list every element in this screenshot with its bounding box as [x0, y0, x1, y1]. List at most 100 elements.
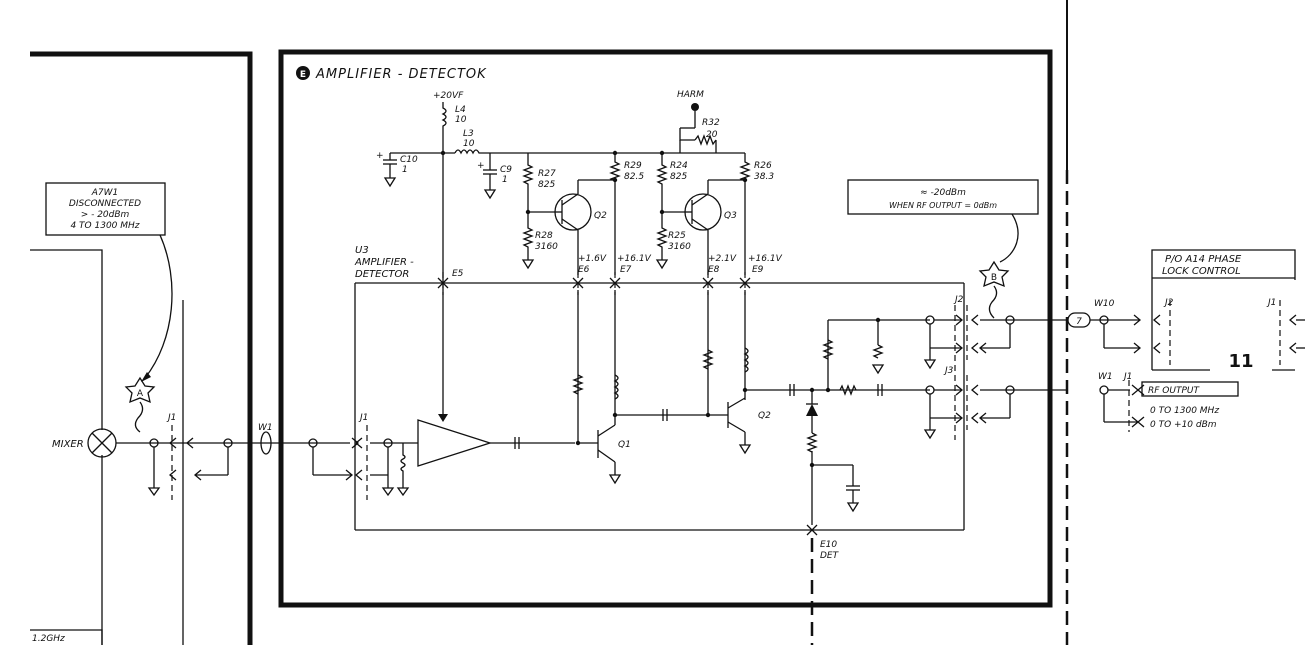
j3-external: [970, 384, 1068, 424]
q2-upper-label: Q2: [594, 211, 607, 221]
r26-value: 38.3: [754, 172, 774, 182]
test-point-e6: +1.6V E6: [572, 254, 607, 295]
e7-voltage: +16.1V: [617, 254, 652, 264]
rf-output-line1: 0 TO 1300 MHz: [1150, 406, 1219, 416]
pad-resistor: [872, 344, 884, 359]
shunt-resistor: [822, 339, 834, 360]
lock-box-line2: LOCK CONTROL: [1162, 266, 1241, 277]
lock-box-line1: P/O A14 PHASE: [1165, 254, 1242, 265]
l3-ref: L3: [463, 129, 474, 139]
section-number: 11: [1228, 351, 1253, 372]
probe-b-label: B: [991, 273, 997, 283]
note-b-arrow: [999, 213, 1019, 263]
u3-amplifier: U3 AMPLIFIER - DETECTOR: [354, 245, 493, 467]
c9-value: 1: [502, 175, 508, 185]
note-a-line4: 4 TO 1300 MHz: [70, 221, 139, 231]
q2-lower-label: Q2: [758, 411, 771, 421]
mixer-symbol: [87, 428, 117, 458]
w1-right-label: W1: [1098, 372, 1113, 382]
r25-value: 3160: [668, 242, 691, 252]
test-point-row: [354, 282, 965, 531]
supply-arrowhead: [438, 414, 448, 422]
w10-label: W10: [1094, 299, 1115, 309]
note-b-line2: WHEN RF OUTPUT = 0dBm: [889, 201, 997, 210]
j3-label: J3: [943, 366, 954, 376]
r28-resistor: R28 3160: [521, 212, 558, 270]
r32-potentiometer: R32 20: [679, 118, 720, 153]
j2-lock-label: J2: [1163, 298, 1174, 308]
rf-output: W1 J1 RF OUTPUT 0 TO 1300 MHz 0 TO +10 d…: [1098, 372, 1239, 432]
l-collector-q2: [743, 347, 749, 373]
c10-capacitor: + C10 1: [376, 151, 418, 188]
input-j1: J1: [285, 413, 418, 500]
coupling-cap-2: [662, 409, 668, 421]
left-output-line: J1: [116, 300, 248, 645]
l3-value: 10: [463, 139, 475, 149]
r27-ref: R27: [538, 169, 556, 179]
c9-ref: C9: [500, 165, 512, 175]
q3-transistor: Q3: [684, 180, 737, 240]
j1-lock-label: J1: [1266, 298, 1276, 308]
mixer-label: MIXER: [52, 439, 84, 450]
r26-ref: R26: [754, 161, 772, 171]
e9-voltage: +16.1V: [748, 254, 783, 264]
w10-cable: 7 W10: [1067, 299, 1142, 354]
r32-value: 20: [706, 130, 718, 140]
harm-adjust-point: [691, 103, 699, 111]
r29-ref: R29: [624, 161, 642, 171]
q3-label: Q3: [724, 211, 737, 221]
l-collector-q1: [613, 374, 619, 400]
w1-cable: W1: [248, 423, 285, 455]
r29-value: 82.5: [624, 172, 644, 182]
e6-label: E6: [578, 265, 590, 275]
e10-label: E10: [820, 540, 837, 550]
section-title: AMPLIFIER - DETECTOK: [315, 67, 487, 82]
q1-label: Q1: [618, 440, 631, 450]
note-a-line1: A7W1: [91, 188, 119, 198]
r28-ref: R28: [535, 231, 553, 241]
series-resistor: [839, 384, 857, 396]
harm-label: HARM: [677, 90, 704, 100]
freq-left-label: 1.2GHz: [32, 634, 65, 644]
u3-line1: AMPLIFIER -: [354, 257, 414, 268]
c10-plus: +: [376, 151, 384, 161]
e8-label: E8: [708, 265, 720, 275]
note-a-arrow: [144, 234, 173, 379]
j2-connector: J2: [923, 295, 968, 370]
test-point-e9: +16.1V E9: [739, 254, 783, 295]
r24-resistor: R24 825: [656, 153, 688, 212]
note-a-box: A7W1 DISCONNECTED > - 20dBm 4 TO 1300 MH…: [45, 182, 166, 236]
left-feed-lines: [30, 249, 103, 645]
r25-ref: R25: [668, 231, 686, 241]
c10-ref: C10: [400, 155, 418, 165]
j3-connector: J3: [923, 366, 968, 440]
l3-inductor: [454, 149, 490, 155]
main-assembly-border: [278, 49, 1053, 608]
detector-cap: [846, 465, 860, 513]
u3-line2: DETECTOR: [355, 269, 409, 280]
probe-b: B: [978, 260, 1010, 319]
test-point-e10: E10 DET: [806, 524, 840, 561]
note-a-line2: DISCONNECTED: [69, 199, 141, 209]
q1-transistor: Q1: [578, 415, 631, 485]
detector-diode: [806, 390, 818, 525]
note-a-line3: > - 20dBm: [81, 210, 130, 220]
coupling-cap-3: [789, 384, 795, 396]
c10-value: 1: [402, 165, 408, 175]
e5-label: E5: [452, 269, 464, 279]
q2-upper-transistor: Q2: [554, 180, 607, 240]
q2-lower-transistor: Q2: [727, 397, 771, 455]
r24-value: 825: [670, 172, 687, 182]
c9-capacitor: + C9 1: [477, 153, 512, 200]
e10-sub: DET: [820, 551, 840, 561]
r24-ref: R24: [670, 161, 688, 171]
probe-a-label: A: [137, 389, 144, 399]
e7-label: E7: [620, 265, 632, 275]
rf-output-label: RF OUTPUT: [1148, 386, 1200, 396]
note-b-line1: ≈ -20dBm: [920, 188, 966, 198]
w10-number: 7: [1076, 317, 1082, 327]
note-b-box: ≈ -20dBm WHEN RF OUTPUT = 0dBm: [847, 179, 1039, 215]
probe-a: A: [124, 376, 156, 433]
c9-plus: +: [477, 161, 485, 171]
left-assembly-border: [30, 51, 253, 645]
